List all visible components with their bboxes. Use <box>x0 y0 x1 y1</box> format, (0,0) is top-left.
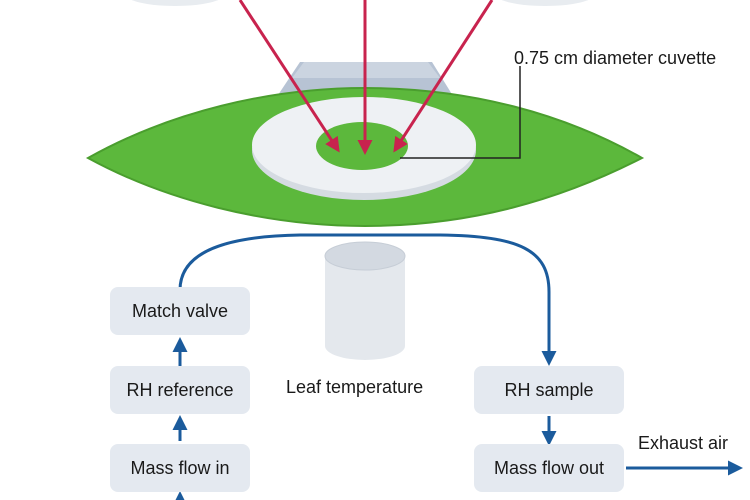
cuvette-opening <box>316 122 408 170</box>
mass-flow-in-box: Mass flow in <box>110 444 250 492</box>
mass-flow-out-box: Mass flow out <box>474 444 624 492</box>
light-beam-right <box>393 0 494 153</box>
cuvette-label: 0.75 cm diameter cuvette <box>514 48 717 68</box>
flow-line-from-leaf <box>178 233 557 366</box>
cuvette-leader-line <box>400 66 521 159</box>
light-source-right <box>501 0 589 6</box>
rh-sample-box: RH sample <box>474 366 624 414</box>
exhaust-air-label: Exhaust air <box>638 433 729 453</box>
leaf-temperature-sensor <box>324 241 406 360</box>
leaf-temperature-label: Leaf temperature <box>286 377 424 397</box>
light-beam-left <box>238 0 340 153</box>
light-source-left <box>131 0 219 6</box>
match-valve-box: Match valve <box>110 287 250 335</box>
rh-reference-box: RH reference <box>110 366 250 414</box>
